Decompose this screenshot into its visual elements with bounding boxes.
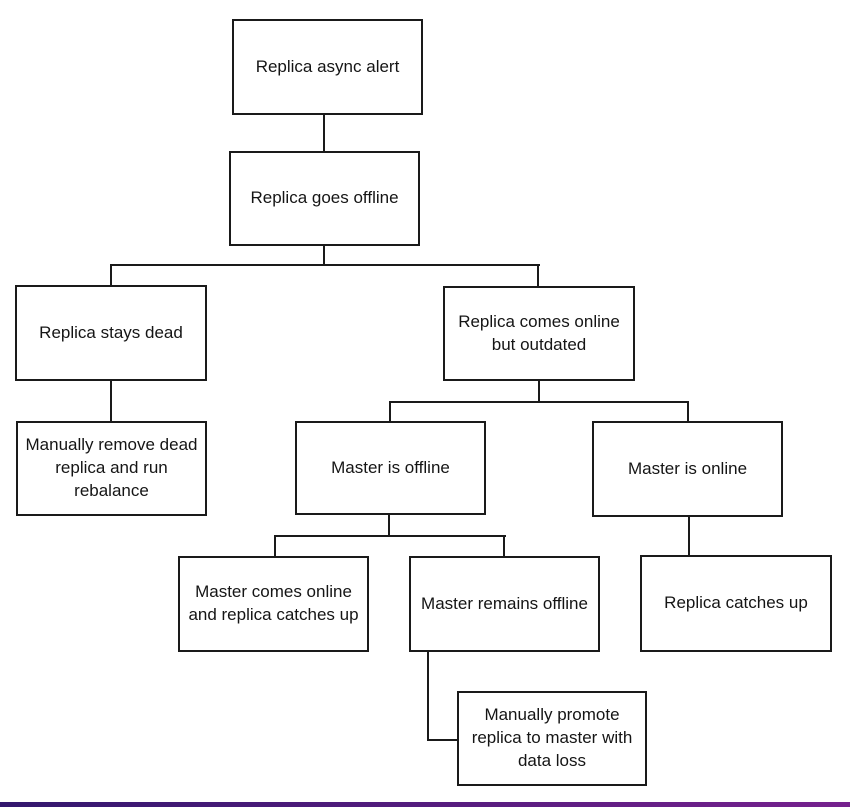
edge-branch-to-master-offline xyxy=(389,401,391,422)
edge-branch-to-stays-dead xyxy=(110,264,112,286)
edge-online-to-catches-up xyxy=(688,516,690,556)
edge-goes-offline-branch xyxy=(110,264,540,266)
bottom-accent-bar xyxy=(0,802,850,807)
edge-goes-offline-stem xyxy=(323,245,325,266)
node-replica-catches-up: Replica catches up xyxy=(640,555,832,652)
edge-stays-dead-to-remove xyxy=(110,380,112,422)
node-master-is-offline: Master is offline xyxy=(295,421,486,515)
edge-remains-offline-elbow-vertical xyxy=(427,652,429,741)
edge-comes-online-stem xyxy=(538,380,540,403)
node-replica-stays-dead: Replica stays dead xyxy=(15,285,207,381)
node-replica-async-alert: Replica async alert xyxy=(232,19,423,115)
edge-master-offline-stem xyxy=(388,514,390,537)
node-replica-comes-online-but-outdated: Replica comes online but outdated xyxy=(443,286,635,381)
edge-remains-offline-elbow-horizontal xyxy=(427,739,458,741)
edge-comes-online-branch xyxy=(389,401,689,403)
node-replica-goes-offline: Replica goes offline xyxy=(229,151,420,246)
node-master-is-online: Master is online xyxy=(592,421,783,517)
edge-master-offline-branch xyxy=(274,535,506,537)
node-manually-promote-replica: Manually promote replica to master with … xyxy=(457,691,647,786)
node-manually-remove-dead-replica: Manually remove dead replica and run reb… xyxy=(16,421,207,516)
edge-branch-to-remains-offline xyxy=(503,535,505,557)
node-master-comes-online-replica-catches-up: Master comes online and replica catches … xyxy=(178,556,369,652)
node-master-remains-offline: Master remains offline xyxy=(409,556,600,652)
edge-branch-to-comes-online xyxy=(537,264,539,288)
edge-alert-to-goes-offline xyxy=(323,114,325,152)
edge-branch-to-comes-back-online xyxy=(274,535,276,557)
edge-branch-to-master-online xyxy=(687,401,689,422)
